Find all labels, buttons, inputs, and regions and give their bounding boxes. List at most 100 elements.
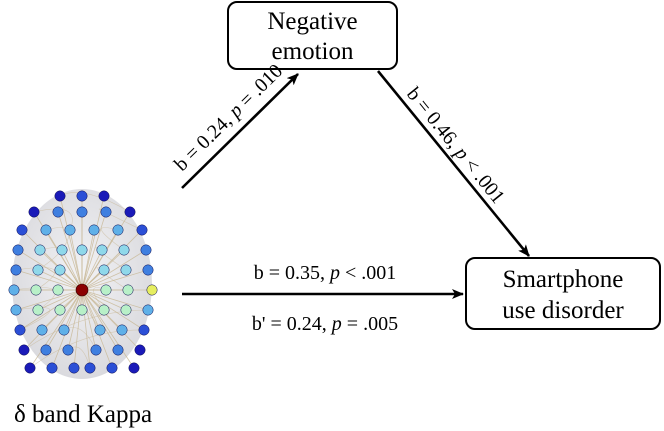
network-node [36,324,48,336]
network-node [8,284,20,296]
network-edge [81,269,149,291]
network-node [10,304,22,316]
network-node [98,264,110,276]
network-node [94,324,106,336]
network-node [24,362,36,374]
network-edge [81,289,91,369]
network-edge [17,249,83,291]
network-edge [81,229,95,291]
network-node [134,344,146,356]
network-node [64,224,76,236]
network-node [116,324,128,336]
network-node [30,284,42,296]
network-edge [81,195,105,291]
predictor-caption: δ band Kappa [14,401,152,428]
network-edge [45,229,83,291]
network-node [10,264,22,276]
network-edge [59,195,83,291]
path-b-label: b = 0.46, p < .001 [402,83,509,208]
network-edge [61,249,83,291]
network-edge [37,289,83,311]
network-node [120,264,132,276]
network-node [98,190,110,202]
network-edge [23,289,83,351]
brain-network-figure [8,189,158,379]
mediator-label-line2: emotion [272,38,354,65]
network-node [34,244,46,256]
network-edge [45,289,83,351]
network-edge [81,249,103,291]
network-node [136,224,148,236]
network-node [84,362,96,374]
network-node [58,324,70,336]
mediator-label-line1: Negative [267,8,357,35]
network-edge [81,289,141,351]
network-node [40,344,52,356]
network-node [112,224,124,236]
network-edge [81,249,147,291]
network-node [142,264,154,276]
network-node [146,284,158,296]
network-edge [15,289,83,311]
network-node [112,344,124,356]
outcome-box: Smartphone use disorder [465,257,661,330]
path-c-direct-label: b' = 0.24, p = .005 [252,313,398,335]
network-edge [73,289,83,369]
network-node [68,362,80,374]
network-node [32,264,44,276]
network-node [96,244,108,256]
network-node [90,344,102,356]
network-edge [15,269,83,291]
network-node [140,244,152,256]
network-edge [81,289,135,369]
network-edge [81,269,127,291]
network-node [56,244,68,256]
network-node [118,244,130,256]
network-node [106,362,118,374]
network-edge [69,229,83,291]
network-node [76,190,88,202]
network-node [120,304,132,316]
network-node [76,304,88,316]
network-edge [81,289,149,311]
network-edge [15,267,56,291]
network-node [18,344,30,356]
path-a-label: b = 0.24, p = .010 [170,60,287,176]
network-node [16,224,28,236]
outcome-label-line2: use disorder [502,297,624,324]
network-edge [15,307,51,331]
network-node [12,244,24,256]
network-edge [29,289,83,369]
network-node [128,362,140,374]
network-nodes [8,190,158,374]
network-hub-node [75,283,89,297]
network-node [54,304,66,316]
network-edge [37,269,83,291]
network-node [46,362,58,374]
mediator-box: Negative emotion [227,1,398,70]
network-node [14,324,26,336]
outcome-label-line1: Smartphone [503,266,624,293]
network-edge [81,289,127,311]
network-edge [81,289,97,351]
network-edge [101,227,125,251]
network-edge [57,211,83,291]
network-node [76,206,88,218]
network-node [76,244,88,256]
network-node [142,304,154,316]
path-b-arrow [376,70,531,257]
network-node [100,206,112,218]
network-node [52,284,64,296]
network-edge [23,309,149,351]
network-node [124,206,136,218]
network-edge [81,289,119,351]
network-edge [81,211,107,291]
network-node [52,206,64,218]
network-node [88,224,100,236]
network-node [40,224,52,236]
network-edge [63,289,83,331]
network-edge [19,289,83,331]
path-c-total-label: b = 0.35, p < .001 [254,262,397,284]
network-node [54,190,66,202]
